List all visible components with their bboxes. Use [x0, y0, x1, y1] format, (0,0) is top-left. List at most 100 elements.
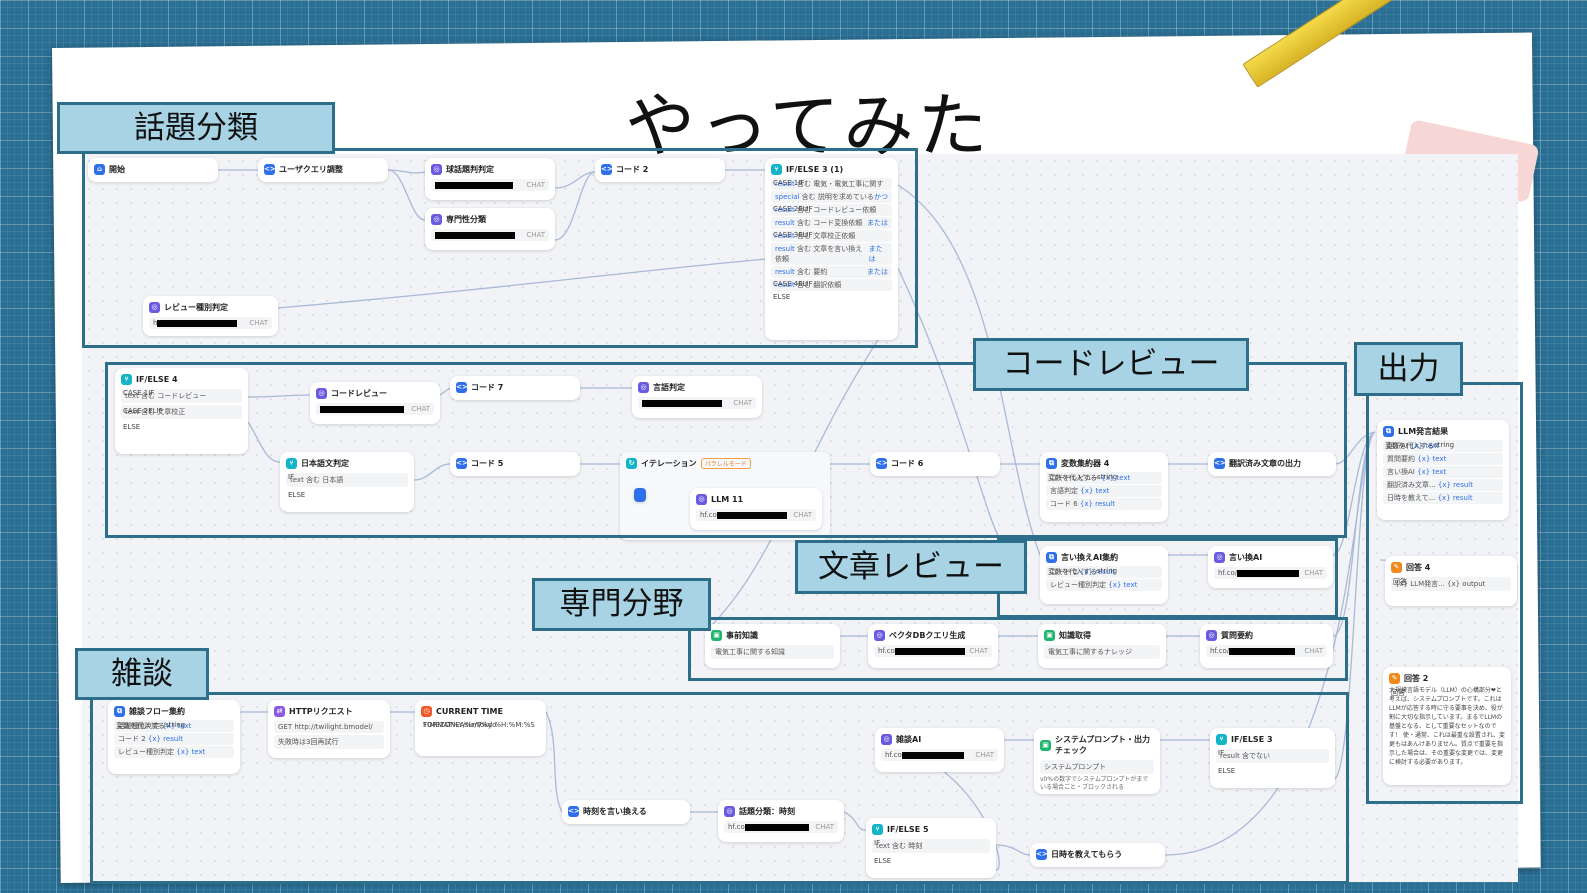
llm-icon: ◎: [431, 164, 442, 175]
user-query-node[interactable]: <>ユーザクエリ調整: [258, 158, 388, 182]
answer4-node[interactable]: ✎回答 4 回答 {x} LLM発言... {x} output: [1385, 556, 1517, 606]
answer2-node[interactable]: ✎回答 2 回答 大規模言語モデル（LLM）の心構部分❤と考えば、システムプロン…: [1383, 667, 1511, 785]
llm-icon: ◎: [1206, 630, 1217, 641]
answer-icon: ✎: [1391, 562, 1402, 573]
aggregator-item: コードレビュー {x} text: [1046, 472, 1162, 484]
item-text: 翻訳済み文章... {x} result: [1387, 480, 1473, 490]
condition-op: 含む コード変換依頼: [797, 219, 863, 227]
code7-node[interactable]: <>コード 7: [450, 376, 580, 400]
condition-link: かつ: [874, 193, 888, 201]
current-time-node[interactable]: ◷CURRENT TIME FORMAT%Y/%m/%d %H:%M:%S TI…: [415, 700, 546, 756]
label-zatsudan: 雑談: [75, 648, 209, 700]
condition-text: special 含む 説明を求めている: [775, 192, 874, 202]
condition-row: result 含む コードレビュー依頼: [771, 204, 892, 216]
code-review-node[interactable]: ◎コードレビュー CHAT: [310, 382, 440, 424]
aggregator-item: レビュー種別判定 {x} text: [1046, 579, 1162, 591]
case-label: CASE 2: [773, 205, 799, 213]
item-text: 話題種別判定 {x} text: [118, 721, 191, 731]
item-var: {x} text: [162, 722, 192, 730]
question-summary-node[interactable]: ◎質問要約 hf.co/CHAT: [1200, 624, 1333, 668]
condition-text: result 含む 文章校正依頼: [775, 231, 855, 241]
loop-start-icon: [634, 488, 646, 502]
zatsu-agg-items: 話題種別判定 {x} text コード 2 {x} result レビュー種別判定 …: [108, 720, 240, 758]
condition-link: または: [868, 245, 883, 263]
rewrite-ai-node[interactable]: ◎言い換AI hf.co/CHAT: [1208, 546, 1333, 588]
label-output: 出力: [1354, 342, 1463, 396]
aggregator-item: コード 2 {x} result: [114, 733, 234, 745]
http-node[interactable]: ⇄HTTPリクエスト GET http://twilight.bmodel/ 失…: [268, 700, 390, 758]
item-text: コードレビュー {x} text: [1050, 473, 1130, 483]
branch-icon: ⑂: [771, 164, 782, 175]
code-icon: <>: [1214, 458, 1226, 469]
condition-var: result: [775, 232, 798, 240]
aggregator-item: 翻訳AI {x} text: [1383, 440, 1503, 452]
item-var: {x} result: [1079, 500, 1115, 508]
item-name: コード 6: [1050, 500, 1080, 508]
code-icon: <>: [1036, 849, 1048, 860]
llm-icon: ◎: [431, 214, 442, 225]
condition-op: 含む 説明を求めている: [801, 193, 874, 201]
llm-icon: ◎: [881, 734, 892, 745]
aggregator-item: 言い換AI {x} text: [1383, 466, 1503, 478]
case-type: ELIF: [798, 231, 813, 239]
code2-node[interactable]: <>コード 2: [595, 158, 725, 182]
aggregator-item: レビュー種別判定 {x} text: [114, 746, 234, 758]
code5-node[interactable]: <>コード 5: [450, 452, 580, 476]
llm-icon: ◎: [149, 302, 160, 313]
sys-prompt-node[interactable]: ▣システムプロンプト・出力チェック システムプロンプト v0%の数字でシステムプ…: [1034, 728, 1160, 794]
case-type: IF: [798, 179, 805, 187]
lang-judge-node[interactable]: ◎言語判定 CHAT: [632, 376, 762, 418]
senmon-bunrui-node[interactable]: ◎専門性分類 CHAT: [425, 208, 555, 250]
knowledge-get-node[interactable]: ▣知識取得 電気工事に関するナレッジ: [1038, 624, 1166, 668]
branch-icon: ⑂: [872, 824, 883, 835]
ja-judge-node[interactable]: ⑂日本語文判定 IF text 含む 日本語 ELSE: [280, 452, 414, 512]
topic-judge-node[interactable]: ◎球話題判判定 CHAT: [425, 158, 555, 200]
var-agg4-items: コードレビュー {x} text 言語判定 {x} text コード 6 {x} r…: [1040, 472, 1168, 510]
item-name: 翻訳AI: [1387, 442, 1411, 450]
item-var: {x} text: [1080, 487, 1110, 495]
ifelse3b-node[interactable]: ⑂IF/ELSE 3 IF result 含でない ELSE: [1210, 728, 1335, 788]
llm-icon: ◎: [316, 388, 327, 399]
item-text: 翻訳AI {x} text: [1387, 441, 1439, 451]
translated-out-node[interactable]: <>翻訳済み文章の出力: [1208, 452, 1336, 476]
code6-node[interactable]: <>コード 6: [870, 452, 1000, 476]
item-var: {x} text: [1101, 474, 1131, 482]
item-var: {x} result: [147, 735, 183, 743]
tell-time-node[interactable]: <>日時を教えてもらう: [1030, 843, 1165, 867]
ifelse5-node[interactable]: ⑂IF/ELSE 5 IF text 含む 時刻 ELSE: [866, 818, 996, 878]
condition-text: result 含む 要約: [775, 267, 827, 277]
aggregator-item: 質問要約 {x} text: [1383, 453, 1503, 465]
item-name: 日時を教えて...: [1387, 494, 1438, 502]
item-var: {x} text: [176, 748, 206, 756]
item-var: {x} text: [1417, 455, 1447, 463]
item-var: {x} text: [1108, 581, 1138, 589]
code-icon: <>: [264, 164, 276, 175]
label-code-review: コードレビュー: [973, 338, 1249, 391]
start-node[interactable]: ⌂開始: [88, 158, 218, 182]
condition-row: result 含む コード変換依頼または: [771, 217, 892, 229]
item-text: 質問要約 {x} text: [1387, 454, 1446, 464]
condition-var: result: [775, 180, 798, 188]
item-name: 質問要約: [1387, 455, 1418, 463]
frame-senmon: [688, 617, 1348, 681]
item-text: コード 2 {x} result: [118, 734, 183, 744]
item-text: 言語判定 {x} text: [1050, 486, 1109, 496]
pre-knowledge-node[interactable]: ▣事前知識 電気工事に関する知識: [705, 624, 840, 668]
condition-var: result: [775, 268, 798, 276]
time-replace-node[interactable]: <>時刻を言い換える: [562, 800, 690, 824]
